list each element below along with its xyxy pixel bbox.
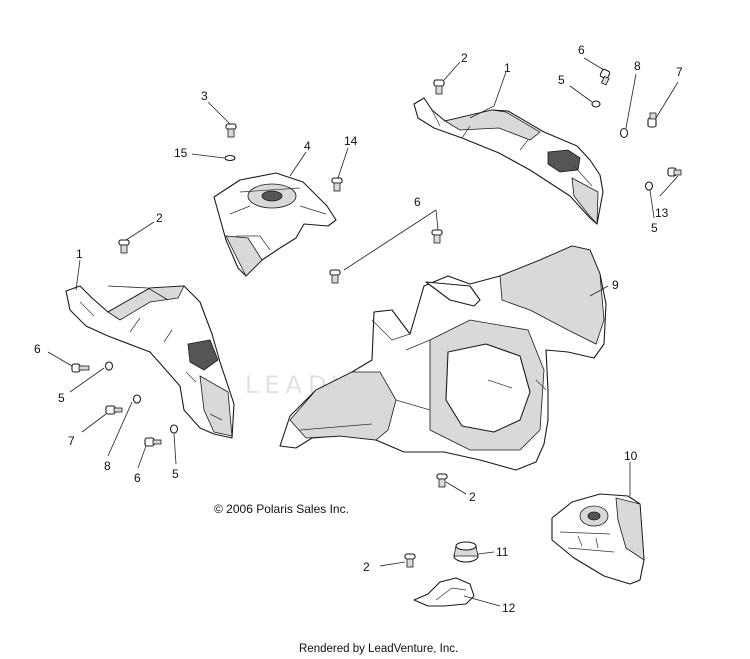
callout-label[interactable]: 6 bbox=[578, 43, 585, 57]
fastener-bolt-6-left[interactable] bbox=[71, 363, 90, 373]
callout-label[interactable]: 2 bbox=[461, 51, 468, 65]
callout-label[interactable]: 7 bbox=[68, 434, 75, 448]
part-4-center-cover[interactable] bbox=[213, 172, 337, 277]
fastener-bolt-14[interactable] bbox=[331, 177, 343, 192]
fastener-bolt-13[interactable] bbox=[667, 167, 682, 177]
callout-label[interactable]: 15 bbox=[174, 146, 188, 160]
callout-labels: 2 1 6 8 7 5 13 5 3 15 4 14 2 1 6 5 7 8 6… bbox=[34, 43, 683, 615]
callout-label[interactable]: 1 bbox=[504, 61, 511, 75]
callout-label[interactable]: 8 bbox=[104, 459, 111, 473]
rendered-by-footer: Rendered by LeadVenture, Inc. bbox=[299, 643, 458, 655]
fastener-bolt-2-left[interactable] bbox=[118, 239, 130, 254]
callout-label[interactable]: 1 bbox=[76, 247, 83, 261]
callout-label[interactable]: 6 bbox=[134, 471, 141, 485]
callout-label[interactable]: 12 bbox=[502, 601, 516, 615]
fastener-bolt-2-bottom[interactable] bbox=[404, 553, 416, 568]
fastener-bolt-6-top-right[interactable] bbox=[599, 68, 611, 86]
callout-label[interactable]: 5 bbox=[651, 221, 658, 235]
fastener-bolt-6-center-a[interactable] bbox=[431, 229, 443, 244]
part-1-right-panel[interactable] bbox=[413, 97, 604, 226]
callout-label[interactable]: 8 bbox=[634, 59, 641, 73]
callout-label[interactable]: 5 bbox=[172, 467, 179, 481]
fastener-bolt-2-center[interactable] bbox=[436, 473, 448, 488]
callout-label[interactable]: 5 bbox=[58, 391, 65, 405]
callout-label[interactable]: 6 bbox=[414, 195, 421, 209]
fastener-bolt-7-top-right[interactable] bbox=[647, 112, 657, 128]
part-12-clamp[interactable] bbox=[413, 577, 475, 607]
fastener-bolt-2-top-right[interactable] bbox=[433, 79, 445, 95]
part-1-left-panel[interactable] bbox=[65, 285, 235, 439]
fastener-washer-5-left[interactable] bbox=[104, 361, 114, 371]
fastener-washer-15[interactable] bbox=[224, 154, 236, 162]
callout-label[interactable]: 14 bbox=[344, 134, 358, 148]
callout-label[interactable]: 9 bbox=[612, 278, 619, 292]
callout-label[interactable]: 2 bbox=[156, 211, 163, 225]
fastener-washer-8-top-right[interactable] bbox=[619, 127, 629, 139]
callout-label[interactable]: 10 bbox=[624, 449, 638, 463]
part-10-lower-cover[interactable] bbox=[551, 493, 645, 585]
callout-label[interactable]: 13 bbox=[655, 206, 669, 220]
callout-label[interactable]: 3 bbox=[201, 89, 208, 103]
fastener-washer-5-top-right[interactable] bbox=[591, 100, 601, 108]
callout-label[interactable]: 2 bbox=[363, 560, 370, 574]
leader-lines bbox=[47, 57, 679, 607]
fastener-bolt-7-left[interactable] bbox=[105, 405, 123, 415]
callout-label[interactable]: 5 bbox=[558, 73, 565, 87]
fastener-washer-8-left[interactable] bbox=[132, 394, 142, 404]
callout-label[interactable]: 2 bbox=[469, 490, 476, 504]
part-11-grommet[interactable] bbox=[453, 541, 479, 563]
copyright-notice: © 2006 Polaris Sales Inc. bbox=[214, 502, 349, 516]
callout-label[interactable]: 7 bbox=[676, 65, 683, 79]
callout-label[interactable]: 4 bbox=[304, 139, 311, 153]
fastener-bolt-6-center-b[interactable] bbox=[329, 269, 341, 284]
fastener-washer-5-right[interactable] bbox=[644, 181, 654, 191]
part-9-front-body[interactable] bbox=[279, 245, 607, 471]
fastener-bolt-6-lower-left[interactable] bbox=[144, 437, 162, 447]
callout-label[interactable]: 11 bbox=[496, 545, 509, 559]
fastener-washer-5-lower-left[interactable] bbox=[169, 424, 179, 434]
fastener-bolt-3[interactable] bbox=[225, 123, 237, 138]
callout-label[interactable]: 6 bbox=[34, 342, 41, 356]
